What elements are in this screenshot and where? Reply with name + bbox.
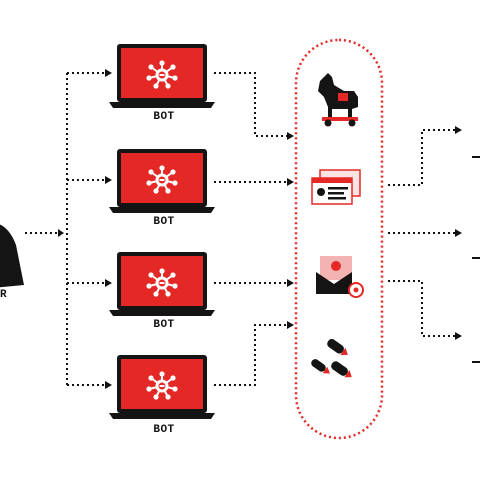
trojan-horse-icon	[318, 73, 358, 127]
bot-label: BOT	[153, 111, 175, 123]
arrowheads	[58, 69, 462, 389]
bot-label: BOT	[153, 319, 175, 331]
bot-laptop	[109, 44, 215, 108]
network-hub-icon	[109, 252, 215, 316]
hacker-figure	[0, 224, 24, 288]
network-hub-icon	[109, 355, 215, 419]
bot-label: BOT	[153, 216, 175, 228]
hooded-hacker-icon	[0, 224, 24, 288]
network-hub-icon	[109, 149, 215, 213]
bomb-attack-icon	[311, 338, 352, 378]
bot-laptop	[109, 149, 215, 213]
bot-label: BOT	[153, 424, 175, 436]
malware-capsule	[294, 38, 384, 440]
phishing-email-icon	[316, 256, 364, 298]
connector-lines	[25, 72, 458, 386]
bot-laptop	[109, 355, 215, 419]
identity-theft-icon	[311, 169, 361, 205]
hacker-label: R	[0, 289, 7, 301]
target-markers	[472, 156, 480, 363]
network-hub-icon	[109, 44, 215, 108]
bot-laptop	[109, 252, 215, 316]
